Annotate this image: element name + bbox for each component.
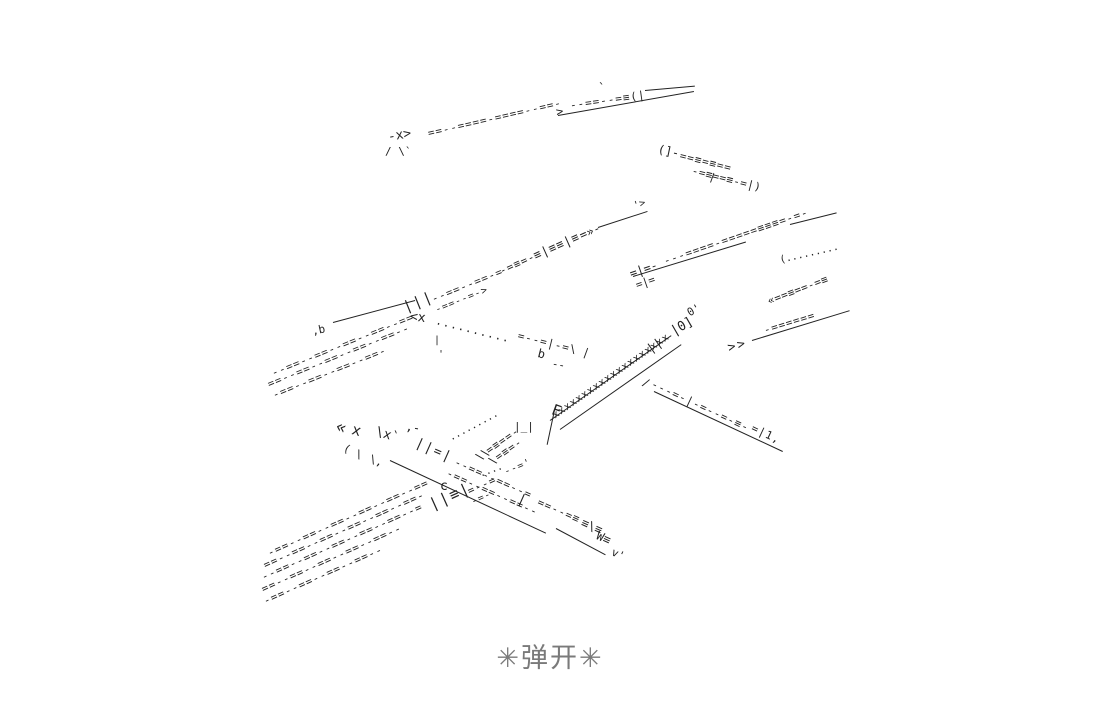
ascii-text-stroke: =--=|-=\ bbox=[516, 329, 579, 357]
ascii-text-stroke: ---=-|-=--=-≡- bbox=[649, 377, 752, 435]
ascii-text-stroke: -- bbox=[550, 357, 567, 373]
ascii-text-stroke: '> bbox=[632, 197, 648, 212]
ascii-text-stroke: ,b bbox=[310, 322, 327, 338]
ascii-text-stroke: ' bbox=[438, 349, 445, 360]
ascii-text-stroke: | bbox=[434, 335, 441, 346]
ascii-text-stroke: ,- bbox=[404, 419, 422, 436]
ascii-text-stroke: ==--=≡ bbox=[535, 495, 583, 527]
ascii-text-stroke: b bbox=[536, 346, 547, 362]
ascii-text-stroke: / \` bbox=[385, 145, 412, 158]
ascii-text-stroke: ≡|≡≡|≡ bbox=[531, 229, 582, 263]
ascii-text-stroke: -=≡=- bbox=[497, 250, 538, 278]
ascii-text-stroke: « bbox=[332, 416, 350, 439]
caption-text: ✳弹开✳ bbox=[496, 643, 604, 674]
ascii-text-stroke: =|1, bbox=[749, 421, 783, 447]
ascii-text-stroke: ( \ bbox=[341, 441, 365, 462]
ascii-text-stroke: .......... bbox=[434, 314, 512, 346]
ascii-line-stroke bbox=[597, 210, 648, 228]
ascii-text-stroke: ||=| bbox=[412, 435, 455, 466]
ascii-text-stroke: W≡ bbox=[594, 528, 614, 548]
ascii-text-stroke: --==--=≡(| bbox=[569, 88, 647, 112]
ascii-text-stroke: c bbox=[440, 479, 448, 494]
ascii-text-stroke: ==--==--==--==--==-- bbox=[265, 321, 412, 391]
ascii-text-stroke: «==≡==-=≡ bbox=[765, 272, 831, 308]
ascii-text-stroke: \x` bbox=[373, 424, 401, 446]
ascii-text-stroke: |_| bbox=[514, 420, 534, 433]
ascii-text-stroke: --=' bbox=[502, 456, 533, 478]
ascii-text-stroke: >> bbox=[725, 335, 749, 356]
ascii-text-stroke: | bbox=[580, 345, 592, 360]
ascii-text-stroke: (......... bbox=[778, 241, 840, 266]
ascii-text-stroke: v' bbox=[609, 545, 627, 563]
ascii-text-stroke: -x> bbox=[386, 126, 413, 145]
ascii-text-stroke: \, bbox=[367, 452, 385, 470]
ascii-text-stroke: (]- bbox=[656, 142, 681, 161]
ascii-line-stroke bbox=[653, 391, 783, 452]
ascii-text-stroke: ==--====-====--==- bbox=[426, 96, 564, 140]
ascii-text-stroke: x bbox=[349, 420, 364, 441]
ascii-text-stroke: =»- bbox=[577, 220, 603, 243]
ascii-text-stroke: ` bbox=[598, 81, 606, 95]
ascii-line-stroke bbox=[644, 85, 695, 91]
ascii-text-stroke: <x bbox=[408, 309, 427, 327]
